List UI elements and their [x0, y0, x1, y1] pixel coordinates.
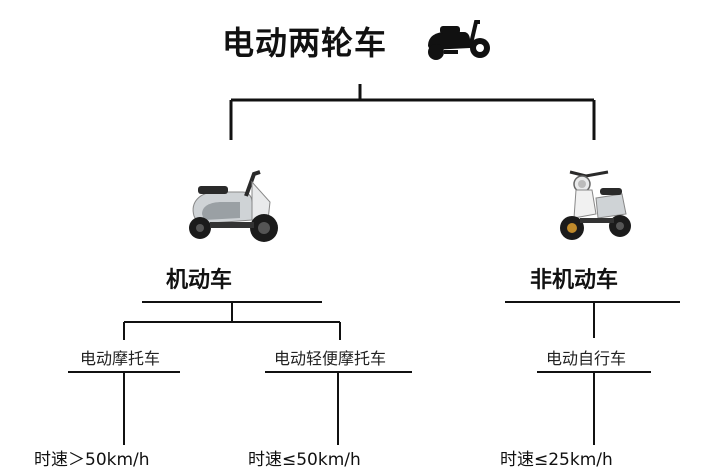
scooter-icon: [428, 20, 490, 60]
category-label-non-motor-vehicle: 非机动车: [530, 268, 619, 293]
speed-label-electric-motorcycle: 时速＞50km/h: [34, 450, 150, 470]
subtype-label-electric-motorcycle: 电动摩托车: [80, 349, 161, 368]
electric-motorcycle-image: [189, 170, 278, 242]
subtype-label-electric-bicycle: 电动自行车: [546, 349, 627, 368]
category-label-motor-vehicle: 机动车: [166, 268, 233, 293]
speed-label-electric-light-motorcycle: 时速≤50km/h: [248, 450, 361, 470]
diagram-title: 电动两轮车: [222, 24, 388, 62]
electric-bicycle-image: [560, 170, 631, 240]
subtype-label-electric-light-motorcycle: 电动轻便摩托车: [274, 349, 387, 368]
speed-label-electric-bicycle: 时速≤25km/h: [500, 450, 613, 470]
